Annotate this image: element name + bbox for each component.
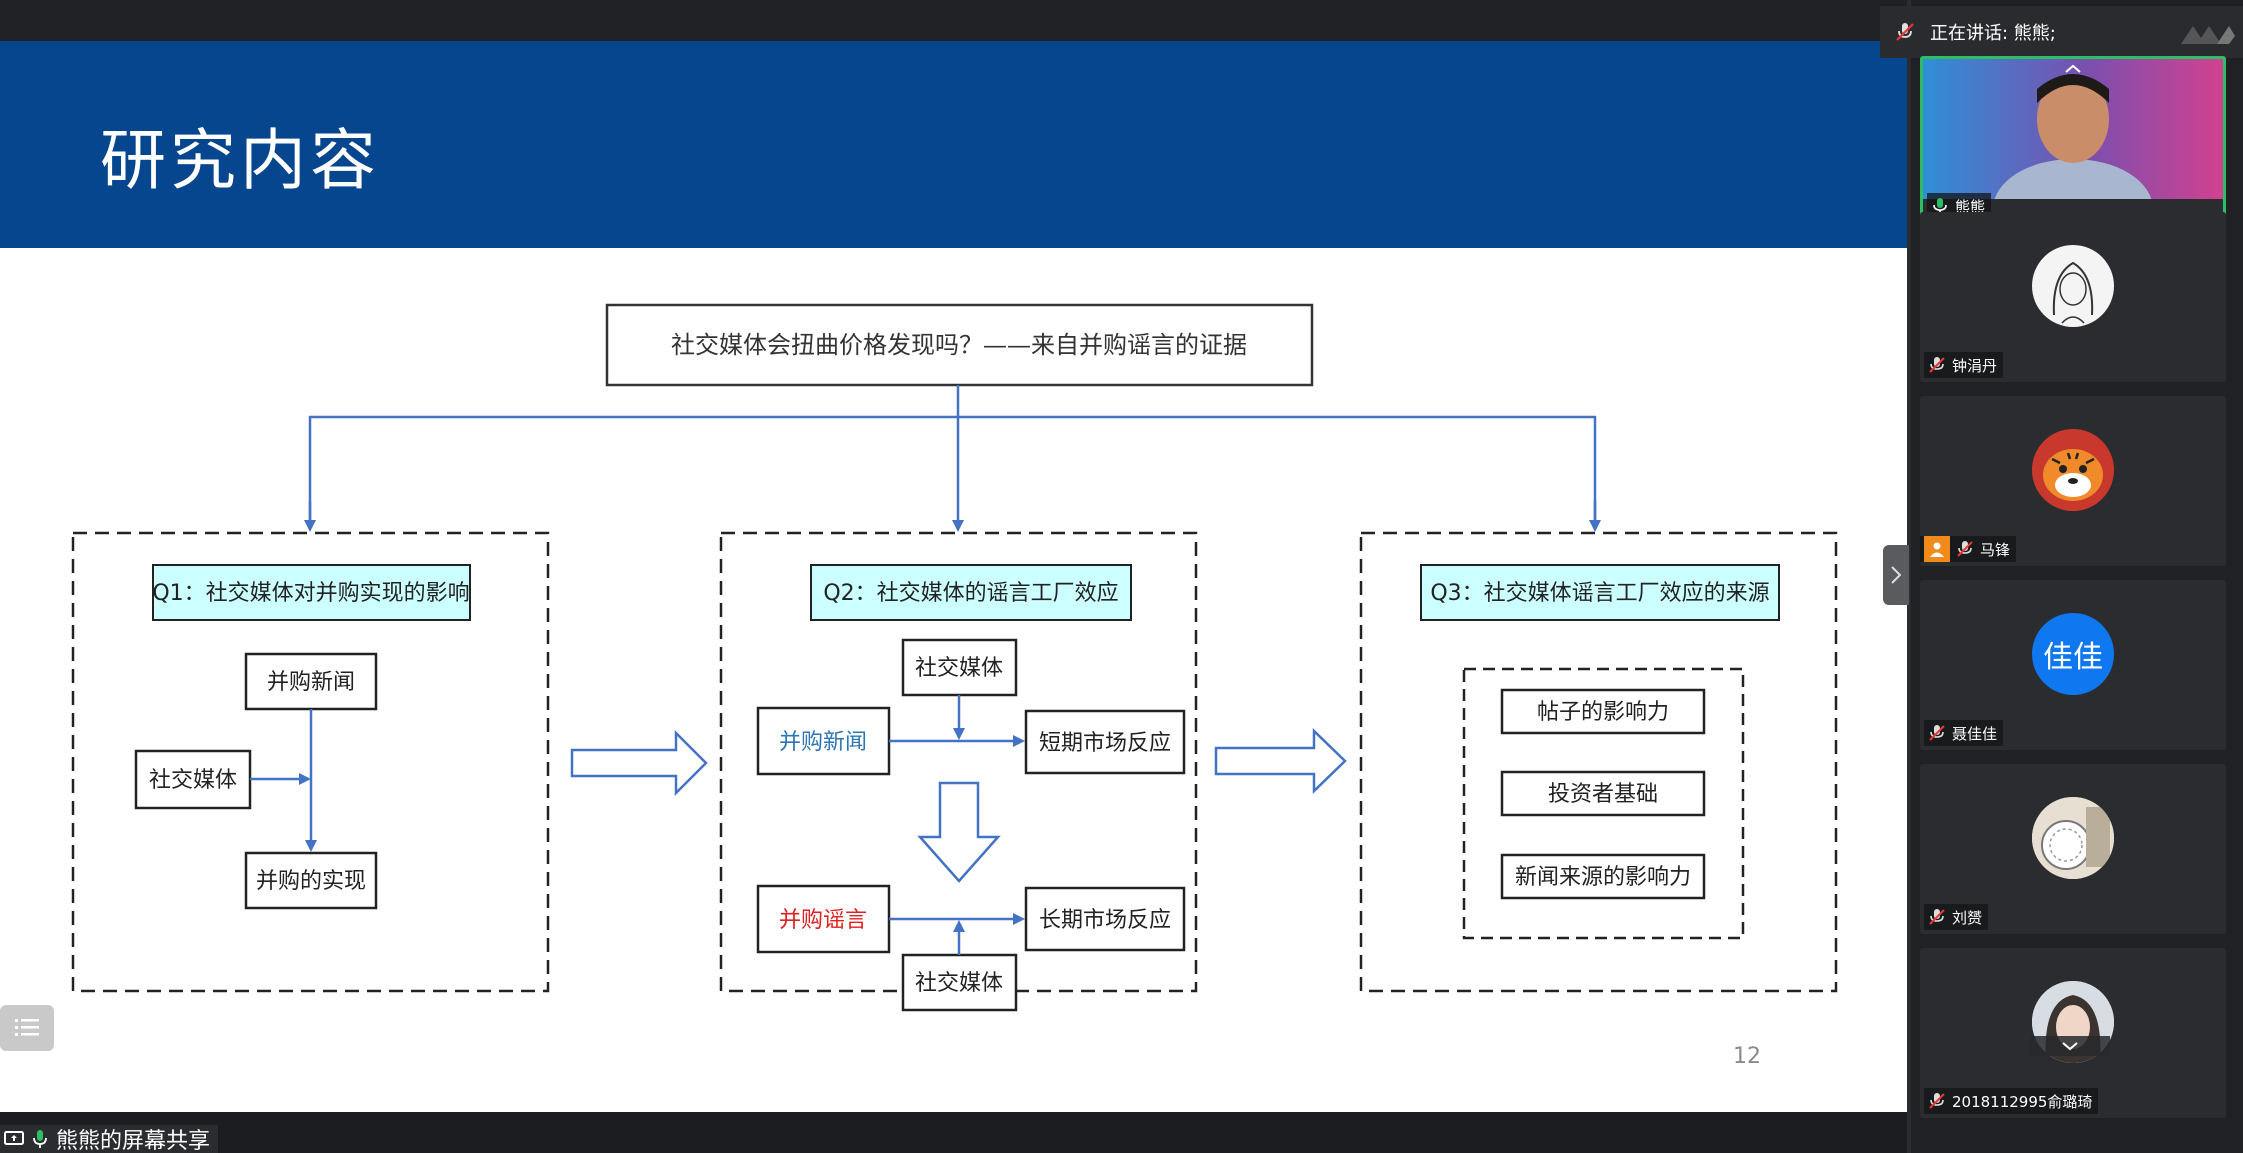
q1-title: Q1：社交媒体对并购实现的影响 (152, 581, 469, 606)
research-diagram: 社交媒体会扭曲价格发现吗？——来自并购谣言的证据 Q1：社交媒体对并购实现的影响… (71, 303, 1838, 1012)
participant-name-tag: 刘赟 (1924, 904, 1989, 930)
screen-share-text: 熊熊的屏幕共享 (56, 1129, 211, 1153)
participant-tile-2[interactable]: 钟涓丹 (1920, 212, 2226, 382)
q2-social-top: 社交媒体 (915, 656, 1003, 681)
collapse-panel-button[interactable] (1883, 545, 1909, 605)
q1-realization-box (244, 851, 378, 910)
chevron-down-icon (2062, 1042, 2078, 1051)
tiger-avatar-icon (2032, 429, 2114, 511)
q3-investor-base: 投资者基础 (1548, 782, 1658, 807)
app-logo-icon (2181, 26, 2235, 44)
avatar (2032, 797, 2114, 879)
slide-title: 研究内容 (100, 122, 380, 199)
scroll-up-button[interactable] (2038, 59, 2108, 79)
q3-post-influence: 帖子的影响力 (1537, 700, 1669, 725)
participant-name: 2018112995俞璐琦 (1952, 1092, 2093, 1111)
q3-title: Q3：社交媒体谣言工厂效应的来源 (1430, 581, 1769, 606)
mic-muted-icon (1896, 23, 1914, 41)
main-topic-text: 社交媒体会扭曲价格发现吗？——来自并购谣言的证据 (671, 331, 1247, 359)
q2-title-box (810, 564, 1132, 621)
mic-muted-icon (1929, 909, 1945, 925)
q2-rumor-box (756, 884, 891, 954)
q2-long-reaction-box (1024, 886, 1186, 952)
flow-arrow-2 (1214, 728, 1347, 794)
q2-social-top-box (901, 638, 1018, 697)
participant-tile-3[interactable]: 马锋 (1920, 396, 2226, 566)
q2-short-reaction: 短期市场反应 (1039, 731, 1171, 756)
scroll-down-button[interactable] (2030, 1036, 2110, 1056)
branch-connectors (304, 385, 1601, 532)
q2-rumor: 并购谣言 (779, 908, 867, 933)
avatar (2032, 429, 2114, 511)
q2-title: Q2：社交媒体的谣言工厂效应 (823, 581, 1118, 606)
slide-page-number: 12 (1733, 1044, 1761, 1069)
participant-name-tag: 聂佳佳 (1924, 720, 2004, 746)
q3-post-influence-box (1500, 688, 1706, 735)
q2-social-bottom-box (901, 953, 1018, 1012)
screen-share-label: 熊熊的屏幕共享 (0, 1125, 219, 1153)
avatar (2032, 245, 2114, 327)
mic-muted-icon (1929, 1093, 1945, 1109)
q1-social: 社交媒体 (149, 768, 237, 793)
bottom-bar (0, 1112, 1907, 1153)
mic-muted-icon (1929, 725, 1945, 741)
mic-muted-icon (1957, 541, 1973, 557)
q3-panel (1359, 531, 1838, 993)
q1-title-box (152, 564, 471, 621)
participant-tile-5[interactable]: 刘赟 (1920, 764, 2226, 934)
speaking-text: 正在讲话: 熊熊; (1930, 23, 2056, 44)
participant-tile-1[interactable]: 熊熊 (1920, 56, 2226, 226)
q1-arrows (250, 709, 317, 852)
participant-name: 马锋 (1980, 540, 2011, 559)
slide-header: 研究内容 (0, 41, 1907, 248)
q3-news-source-box (1500, 853, 1706, 900)
participant-name-tag: 马锋 (1920, 536, 2017, 562)
q2-arrows (889, 695, 1025, 955)
avatar-sketch-icon (2052, 261, 2094, 324)
speaking-indicator: 正在讲话: 熊熊; (1880, 6, 2243, 58)
video-feed (1923, 59, 2223, 199)
q1-panel (71, 531, 550, 993)
participant-name: 熊熊 (1955, 197, 1986, 216)
q2-social-bottom: 社交媒体 (915, 971, 1003, 996)
slide-list-button[interactable] (0, 1005, 54, 1051)
panel-divider[interactable] (1907, 0, 1911, 1153)
participant-name-tag: 2018112995俞璐琦 (1924, 1088, 2099, 1114)
q1-social-box (134, 749, 252, 810)
participant-tile-4[interactable]: 佳佳 聂佳佳 (1920, 580, 2226, 750)
q3-investor-base-box (1500, 770, 1706, 817)
q3-news-source: 新闻来源的影响力 (1515, 865, 1691, 890)
main-topic-box (605, 303, 1314, 387)
list-icon (15, 1019, 39, 1036)
participant-name-tag: 钟涓丹 (1924, 352, 2004, 378)
mic-icon (33, 1130, 47, 1148)
participant-tile-6[interactable]: 2018112995俞璐琦 (1920, 948, 2226, 1118)
screen-share-icon (4, 1131, 24, 1145)
chevron-up-icon (2065, 64, 2081, 73)
mic-muted-icon (1929, 357, 1945, 373)
q1-realization: 并购的实现 (256, 869, 366, 894)
chevron-right-icon (1891, 566, 1902, 584)
photo-avatar-icon (2032, 797, 2114, 879)
q1-news: 并购新闻 (267, 670, 355, 695)
q2-down-arrow (917, 781, 1001, 883)
q2-news: 并购新闻 (779, 730, 867, 755)
participant-name: 钟涓丹 (1952, 356, 1998, 375)
avatar: 佳佳 (2032, 613, 2114, 695)
q3-factors-group (1462, 667, 1745, 940)
user-badge-icon (1924, 536, 1950, 562)
flow-arrow-1 (570, 729, 708, 797)
q3-title-box (1420, 564, 1780, 621)
q2-short-reaction-box (1024, 709, 1186, 775)
participant-name: 聂佳佳 (1952, 724, 1998, 743)
shared-slide: 研究内容 社交媒体会扭曲价格发现吗？——来自并购谣言的证据 Q1：社交媒体对并 (0, 41, 1907, 1112)
q2-long-reaction: 长期市场反应 (1039, 908, 1171, 933)
participant-name: 刘赟 (1952, 908, 1983, 927)
